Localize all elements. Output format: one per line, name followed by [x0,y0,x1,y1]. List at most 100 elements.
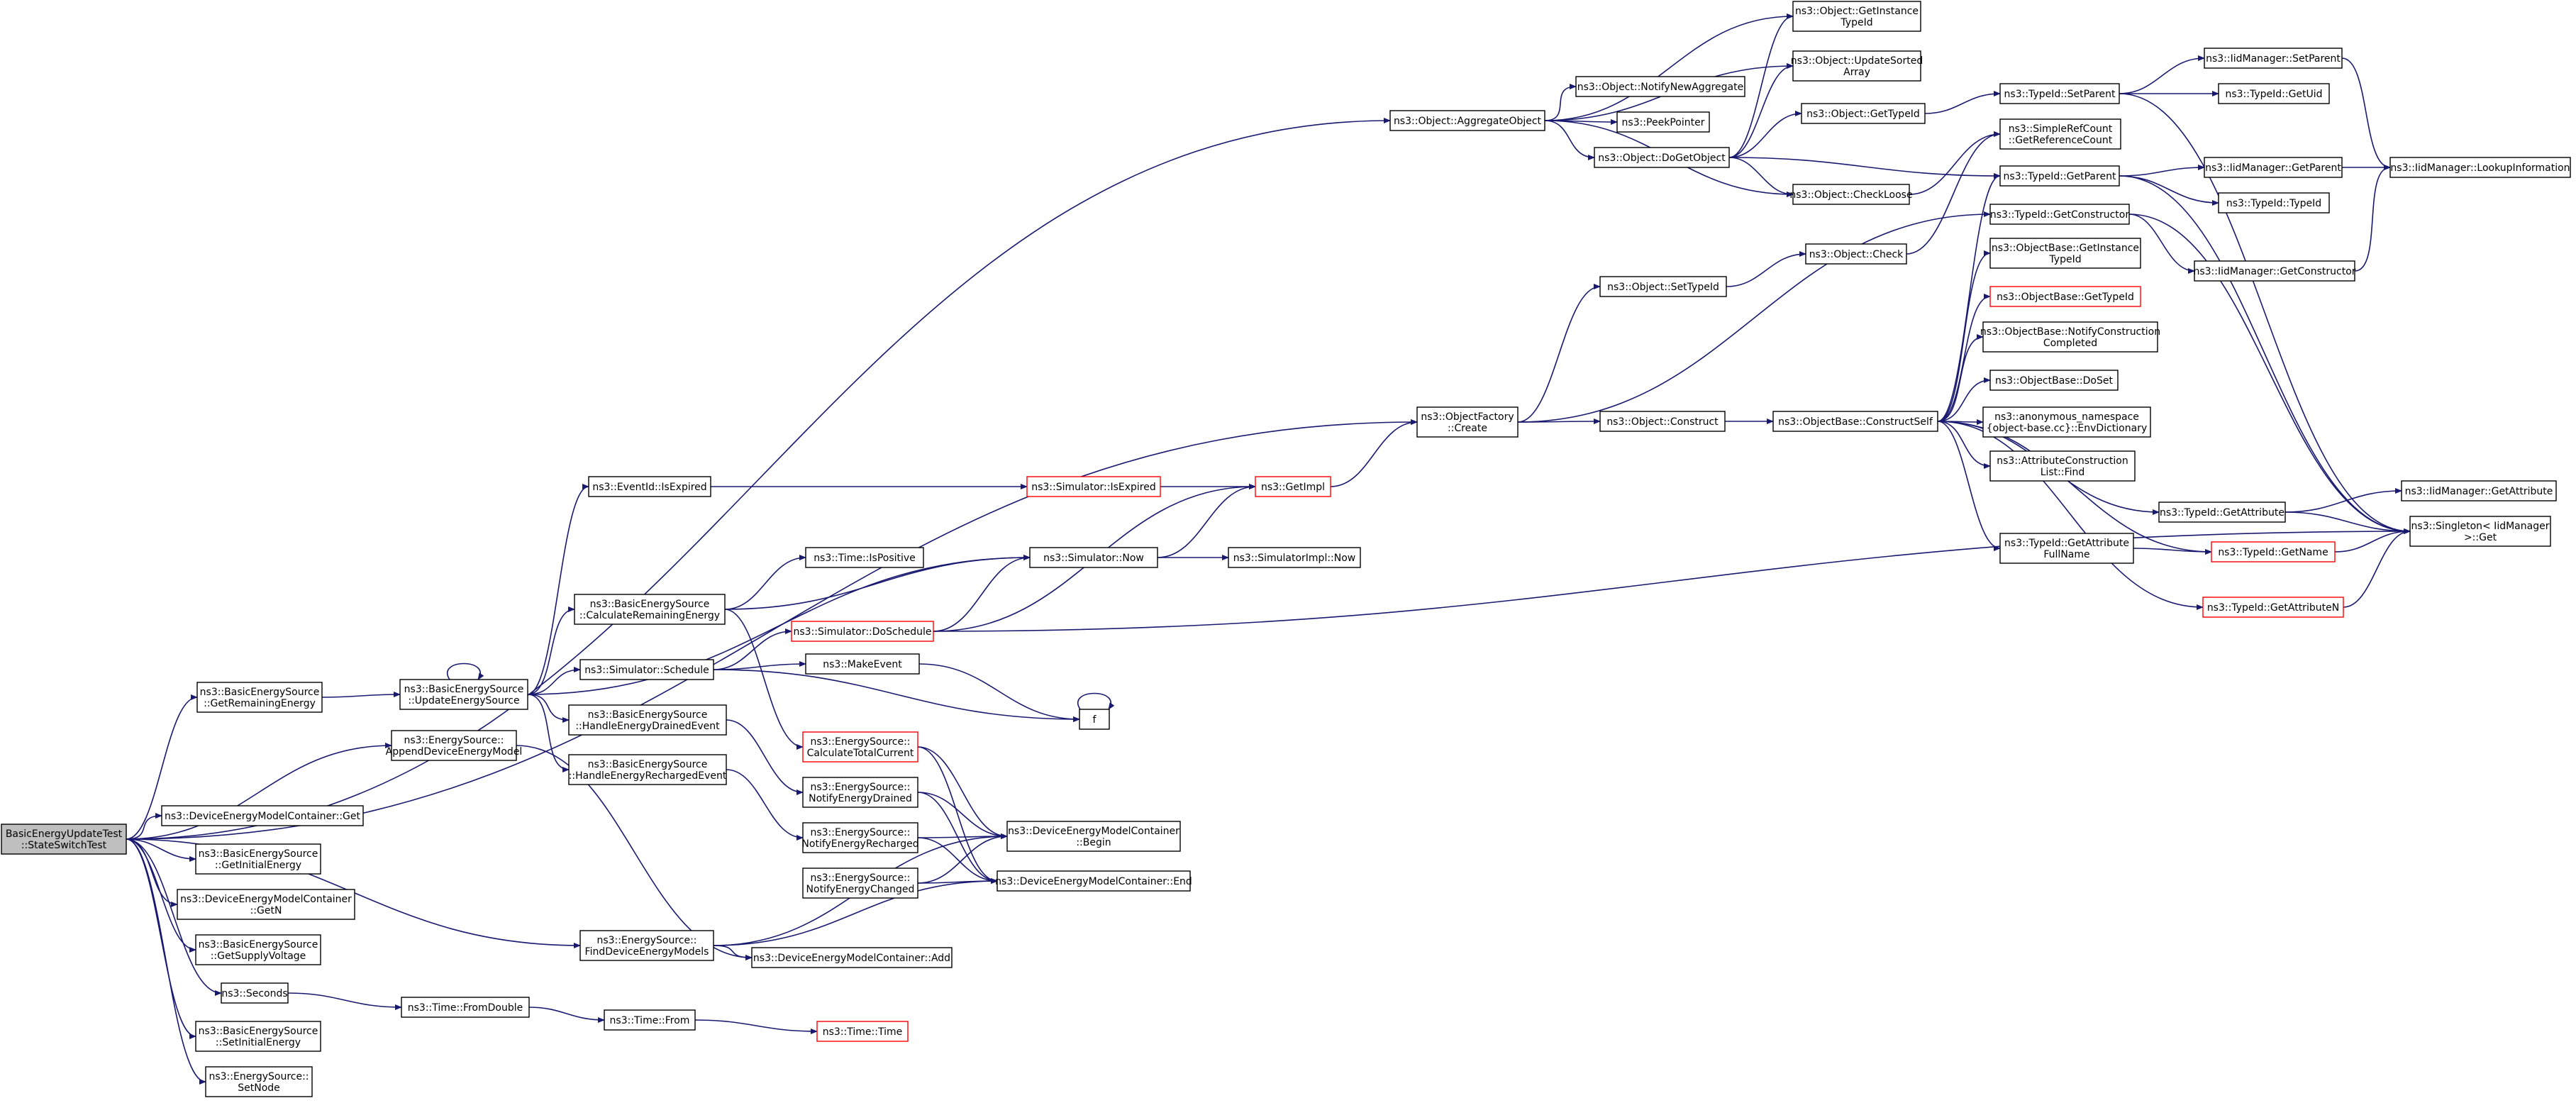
node-box [791,621,934,642]
node-es-notifydrained[interactable]: ns3::EnergySource::NotifyEnergyDrained [802,777,918,808]
node-iidm-setparent[interactable]: ns3::IidManager::SetParent [2204,48,2343,69]
node-label: NotifyEnergyDrained [809,793,912,804]
node-typeid-typeid[interactable]: ns3::TypeId::TypeId [2218,192,2330,214]
node-typeid-getattributen[interactable]: ns3::TypeId::GetAttributeN [2202,597,2344,618]
node-es-append[interactable]: ns3::EnergySource::AppendDeviceEnergyMod… [386,730,523,761]
node-obj-notifynewagg[interactable]: ns3::Object::NotifyNewAggregate [1575,76,1745,97]
node-demc-getn[interactable]: ns3::DeviceEnergyModelContainer::GetN [177,889,355,920]
node-box [1006,821,1181,852]
node-typeid-getattribute[interactable]: ns3::TypeId::GetAttribute [2158,501,2286,523]
node-simimpl-now[interactable]: ns3::SimulatorImpl::Now [1228,547,1361,568]
edge-obj-checkloose-to-simplerefcount [1909,131,2001,195]
node-obj-setypeid[interactable]: ns3::Object::SetTypeId [1599,276,1727,297]
node-iidm-getattribute[interactable]: ns3::IidManager::GetAttribute [2401,480,2557,501]
node-anon-envdict[interactable]: ns3::anonymous_namespace{object-base.cc}… [1982,406,2151,438]
node-bes-getremaining[interactable]: ns3::BasicEnergySource::GetRemainingEner… [196,682,323,713]
edge-objbase-constructself-to-typeid-getparent [1937,173,2001,422]
node-es-setnode[interactable]: ns3::EnergySource::SetNode [205,1066,313,1097]
node-label: ns3::AttributeConstruction [1997,455,2128,467]
node-box [802,868,918,899]
node-typeid-getparent[interactable]: ns3::TypeId::GetParent [1999,165,2120,187]
node-bes-getinitial[interactable]: ns3::BasicEnergySource::GetInitialEnergy [195,843,321,875]
node-label: TypeId [2048,254,2081,265]
node-demc-get[interactable]: ns3::DeviceEnergyModelContainer::Get [161,805,364,826]
node-iidm-lookupinfo[interactable]: ns3::IidManager::LookupInformation [2389,157,2571,178]
node-label: ns3::Object::GetTypeId [1806,109,1920,120]
edge-typeid-getname-to-singleton-get [2334,528,2411,553]
node-demc-end[interactable]: ns3::DeviceEnergyModelContainer::End [995,870,1192,892]
node-box [802,777,918,808]
node-obj-gettypeid[interactable]: ns3::Object::GetTypeId [1801,103,1926,124]
node-f[interactable]: f [1079,709,1110,730]
node-obj-construct[interactable]: ns3::Object::Construct [1599,411,1726,432]
edge-bes-handlerecharged-to-es-notifyrecharged [726,769,804,841]
node-objbase-constructself[interactable]: ns3::ObjectBase::ConstructSelf [1772,411,1938,432]
node-box [399,679,528,710]
node-es-notifychanged[interactable]: ns3::EnergySource::NotifyEnergyChanged [802,868,918,899]
node-obj-check[interactable]: ns3::Object::Check [1805,243,1907,265]
node-bes-setinitial[interactable]: ns3::BasicEnergySource::SetInitialEnergy [195,1021,321,1052]
node-time-time[interactable]: ns3::Time::Time [816,1021,909,1042]
node-label: ns3::TypeId::SetParent [2004,89,2116,100]
node-es-calctotal[interactable]: ns3::EnergySource::CalculateTotalCurrent [802,731,918,763]
node-typeid-setparent[interactable]: ns3::TypeId::SetParent [1999,83,2120,104]
node-aggregate[interactable]: ns3::Object::AggregateObject [1389,110,1545,131]
node-peekpointer[interactable]: ns3::PeekPointer [1616,111,1710,133]
edge-objbase-constructself-to-objbase-gettypeid [1937,294,1991,422]
node-label: TypeId [1840,17,1872,28]
edge-aggregate-to-obj-getinstancetypeid [1544,13,1794,121]
node-box [579,930,714,961]
node-typeid-getconstructor[interactable]: ns3::TypeId::GetConstructor [1989,204,2130,225]
node-bes-calcremaining[interactable]: ns3::BasicEnergySource::CalculateRemaini… [574,594,726,625]
node-box [1599,276,1727,297]
edge-es-calctotal-to-demc-end [917,746,998,884]
node-sim-now[interactable]: ns3::Simulator::Now [1029,547,1158,568]
node-objbase-doset[interactable]: ns3::ObjectBase::DoSet [1989,370,2119,391]
node-label: Array [1843,67,1870,78]
node-sim-isexpired[interactable]: ns3::Simulator::IsExpired [1026,476,1161,497]
node-eventid-isexpired[interactable]: ns3::EventId::IsExpired [588,476,711,497]
node-bes-handledrained[interactable]: ns3::BasicEnergySource::HandleEnergyDrai… [568,704,727,736]
node-objbase-notifyconstruction[interactable]: ns3::ObjectBase::NotifyConstructionCompl… [1980,321,2160,353]
node-iidm-getconstructor[interactable]: ns3::IidManager::GetConstructor [2193,260,2356,282]
edge-es-notifyrecharged-to-demc-end [917,837,998,884]
node-sim-doschedule[interactable]: ns3::Simulator::DoSchedule [791,621,934,642]
node-iidm-getparent[interactable]: ns3::IidManager::GetParent [2204,157,2343,178]
node-typeid-getname[interactable]: ns3::TypeId::GetName [2211,541,2336,562]
node-label: ns3::TypeId::GetAttribute [2160,507,2284,519]
node-of-create[interactable]: ns3::ObjectFactory::Create [1416,406,1519,438]
node-getimpl[interactable]: ns3::GetImpl [1255,476,1331,497]
node-time-fromdouble[interactable]: ns3::Time::FromDouble [401,997,530,1018]
edge-typeid-getparent-to-singleton-get [2119,175,2411,534]
node-simplerefcount[interactable]: ns3::SimpleRefCount::GetReferenceCount [1999,118,2121,150]
node-makeevent[interactable]: ns3::MakeEvent [805,653,920,675]
node-obj-dogetobject[interactable]: ns3::Object::DoGetObject [1594,147,1730,168]
edge-typeid-setparent-to-singleton-get [2119,93,2411,534]
node-bes-handlerecharged[interactable]: ns3::BasicEnergySource::HandleEnergyRech… [568,754,727,785]
node-label: ::StateSwitchTest [21,840,107,851]
node-bes-update[interactable]: ns3::BasicEnergySource::UpdateEnergySour… [399,679,528,710]
node-typeid-getuid[interactable]: ns3::TypeId::GetUid [2218,83,2330,104]
node-time-ispositive[interactable]: ns3::Time::IsPositive [805,547,924,568]
node-box [1792,184,1910,205]
node-es-notifyrecharged[interactable]: ns3::EnergySource::NotifyEnergyRecharged [801,822,919,853]
node-objbase-gettypeid[interactable]: ns3::ObjectBase::GetTypeId [1989,286,2141,307]
node-bes-getsupply[interactable]: ns3::BasicEnergySource::GetSupplyVoltage [195,934,321,965]
node-demc-begin[interactable]: ns3::DeviceEnergyModelContainer::Begin [1006,821,1181,852]
node-root[interactable]: BasicEnergyUpdateTest::StateSwitchTest [1,824,127,855]
node-sim-schedule[interactable]: ns3::Simulator::Schedule [579,659,714,680]
node-box [1,824,127,855]
node-box [816,1021,909,1042]
node-singleton-get[interactable]: ns3::Singleton< IidManager >::Get [2409,516,2551,547]
node-seconds[interactable]: ns3::Seconds [221,982,289,1004]
node-es-find[interactable]: ns3::EnergySource::FindDeviceEnergyModel… [579,930,714,961]
node-obj-checkloose[interactable]: ns3::Object::CheckLoose [1789,184,1913,205]
node-label: BasicEnergyUpdateTest [6,828,123,840]
node-demc-add[interactable]: ns3::DeviceEnergyModelContainer::Add [751,947,953,968]
node-time-from[interactable]: ns3::Time::From [604,1009,696,1031]
